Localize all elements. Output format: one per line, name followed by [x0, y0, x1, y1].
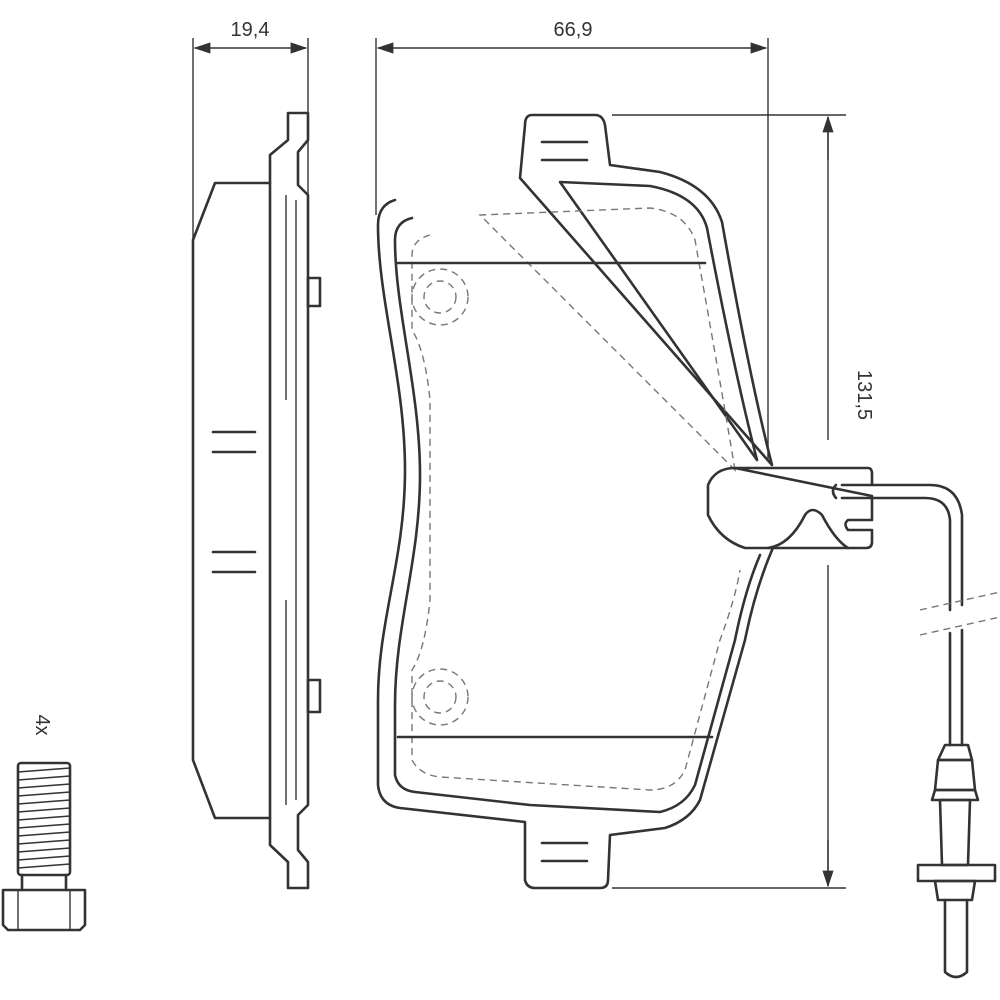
pad-side-view	[191, 111, 322, 890]
dimension-height: 131,5	[612, 114, 875, 889]
dimension-thickness-label: 19,4	[231, 19, 270, 41]
dimension-width-label: 66,9	[554, 19, 593, 41]
bolt-icon: 4x	[1, 714, 87, 932]
wear-sensor	[831, 483, 1000, 979]
bolt-quantity-label: 4x	[31, 714, 53, 735]
dimension-width: 66,9	[375, 19, 769, 460]
pad-front-view	[376, 113, 874, 890]
dimension-thickness: 19,4	[192, 19, 309, 262]
dimension-height-label: 131,5	[853, 370, 875, 420]
